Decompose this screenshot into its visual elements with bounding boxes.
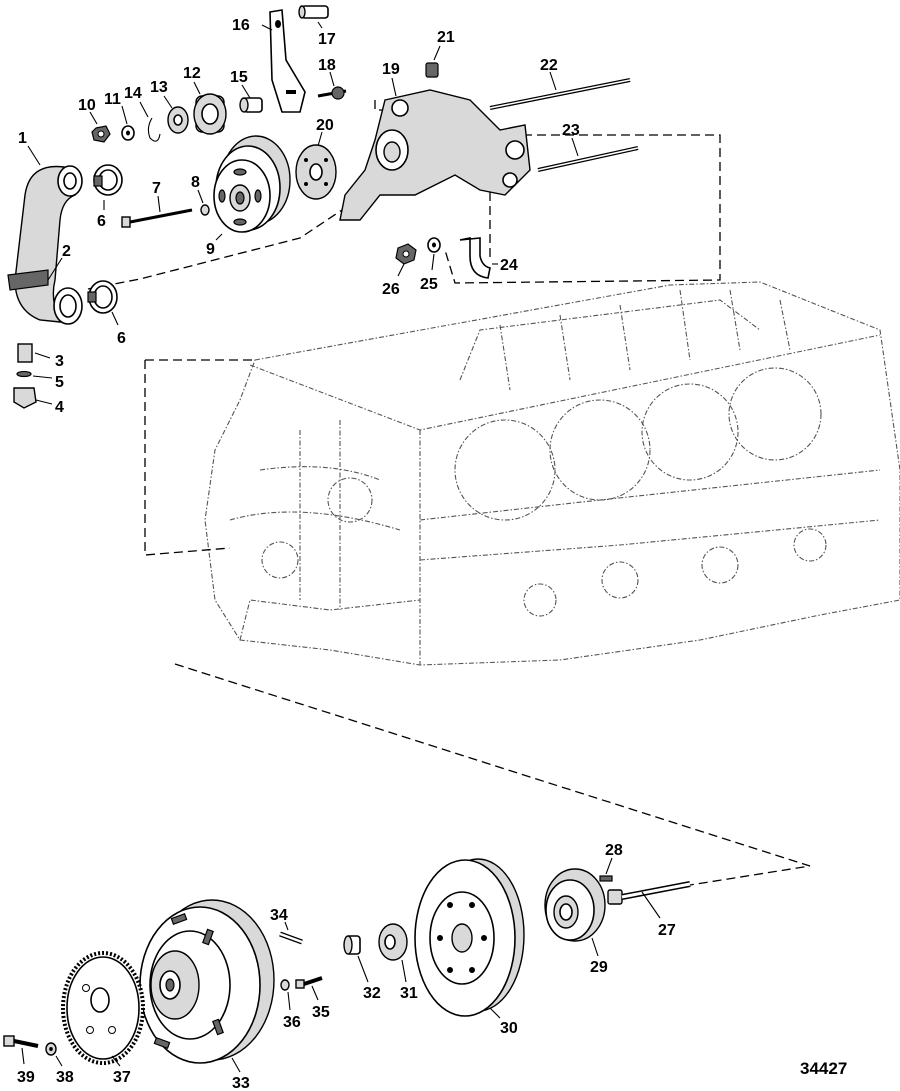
part-6-hose-clamp-upper xyxy=(93,164,123,210)
callout-22: 22 xyxy=(540,57,558,74)
callout-30: 30 xyxy=(500,1020,518,1037)
part-23-stud xyxy=(537,137,639,172)
part-18-stud xyxy=(317,71,347,100)
part-34-pin xyxy=(279,921,303,945)
figure-id: 34427 xyxy=(800,1059,847,1078)
part-37-timing-gear xyxy=(61,951,145,1067)
part-38-washer xyxy=(45,1042,63,1067)
part-20-flange xyxy=(295,131,337,200)
part-15-spacer xyxy=(239,84,263,113)
callout-13: 13 xyxy=(150,79,168,96)
alignment-lines xyxy=(87,100,811,886)
part-36-washer xyxy=(280,979,291,1011)
part-2-clamp xyxy=(47,257,63,281)
callout-2: 2 xyxy=(62,243,71,260)
part-13-bearing xyxy=(163,95,189,134)
part-1-hose xyxy=(7,145,83,325)
part-7-bolt xyxy=(121,195,193,228)
part-5-o-ring xyxy=(16,370,53,379)
callout-33: 33 xyxy=(232,1075,250,1091)
part-29-hub xyxy=(544,868,606,957)
callout-36: 36 xyxy=(283,1014,301,1031)
part-39-bolt xyxy=(3,1035,39,1065)
part-35-bolt xyxy=(295,976,323,1001)
callout-12: 12 xyxy=(183,65,201,82)
callout-34: 34 xyxy=(270,907,288,924)
callout-18: 18 xyxy=(318,57,336,74)
callout-26: 26 xyxy=(382,281,400,298)
callout-32: 32 xyxy=(363,985,381,1002)
callout-4: 4 xyxy=(55,399,64,416)
callout-20: 20 xyxy=(316,117,334,134)
part-26-nut xyxy=(395,243,417,277)
callout-35: 35 xyxy=(312,1004,330,1021)
callout-24: 24 xyxy=(500,257,518,274)
callout-17: 17 xyxy=(318,31,336,48)
callout-9: 9 xyxy=(206,241,215,258)
callout-29: 29 xyxy=(590,959,608,976)
callout-39: 39 xyxy=(17,1069,35,1086)
part-27-bolt xyxy=(607,881,691,919)
callout-38: 38 xyxy=(56,1069,74,1086)
callout-28: 28 xyxy=(605,842,623,859)
callout-7: 7 xyxy=(152,180,161,197)
part-8-washer xyxy=(197,189,210,216)
callout-15: 15 xyxy=(230,69,248,86)
callout-labels: 1 2 3 4 5 6 6 7 8 9 10 11 12 13 14 15 16… xyxy=(17,17,676,1091)
part-30-harmonic-balancer xyxy=(414,858,525,1019)
part-14-snap-ring xyxy=(139,101,161,142)
part-24-clip xyxy=(459,237,498,279)
part-21-plug xyxy=(425,45,441,78)
part-3-fitting xyxy=(17,343,51,363)
callout-23: 23 xyxy=(562,122,580,139)
callout-14: 14 xyxy=(124,85,142,102)
callout-11: 11 xyxy=(104,91,121,108)
callout-21: 21 xyxy=(437,29,455,46)
callout-19: 19 xyxy=(382,61,400,78)
part-17-pin xyxy=(298,5,329,29)
part-22-stud xyxy=(489,71,631,110)
part-25-washer xyxy=(427,237,441,271)
callout-25: 25 xyxy=(420,276,438,293)
callout-27: 27 xyxy=(658,922,676,939)
callout-5: 5 xyxy=(55,374,64,391)
part-19-water-pump xyxy=(339,77,531,221)
part-6-hose-clamp-lower xyxy=(87,280,119,326)
part-32-bushing xyxy=(343,935,369,983)
part-31-washer xyxy=(378,923,408,983)
callout-31: 31 xyxy=(400,985,418,1002)
part-28-key xyxy=(599,857,613,882)
callout-8: 8 xyxy=(191,174,200,191)
callout-37: 37 xyxy=(113,1069,131,1086)
callout-6: 6 xyxy=(97,213,106,230)
callout-3: 3 xyxy=(55,353,64,370)
part-10-nut xyxy=(89,111,111,143)
engine-block-outline xyxy=(204,281,900,666)
part-9-pulley xyxy=(213,135,291,241)
callout-1: 1 xyxy=(18,130,27,147)
part-33-crankshaft-pulley xyxy=(139,899,275,1073)
part-16-bracket xyxy=(261,9,306,113)
callout-6: 6 xyxy=(117,330,126,347)
callout-10: 10 xyxy=(78,97,96,114)
callout-16: 16 xyxy=(232,17,250,34)
part-12-bearing xyxy=(193,81,227,135)
part-4-elbow-fitting xyxy=(13,387,53,409)
part-11-washer xyxy=(121,105,135,141)
